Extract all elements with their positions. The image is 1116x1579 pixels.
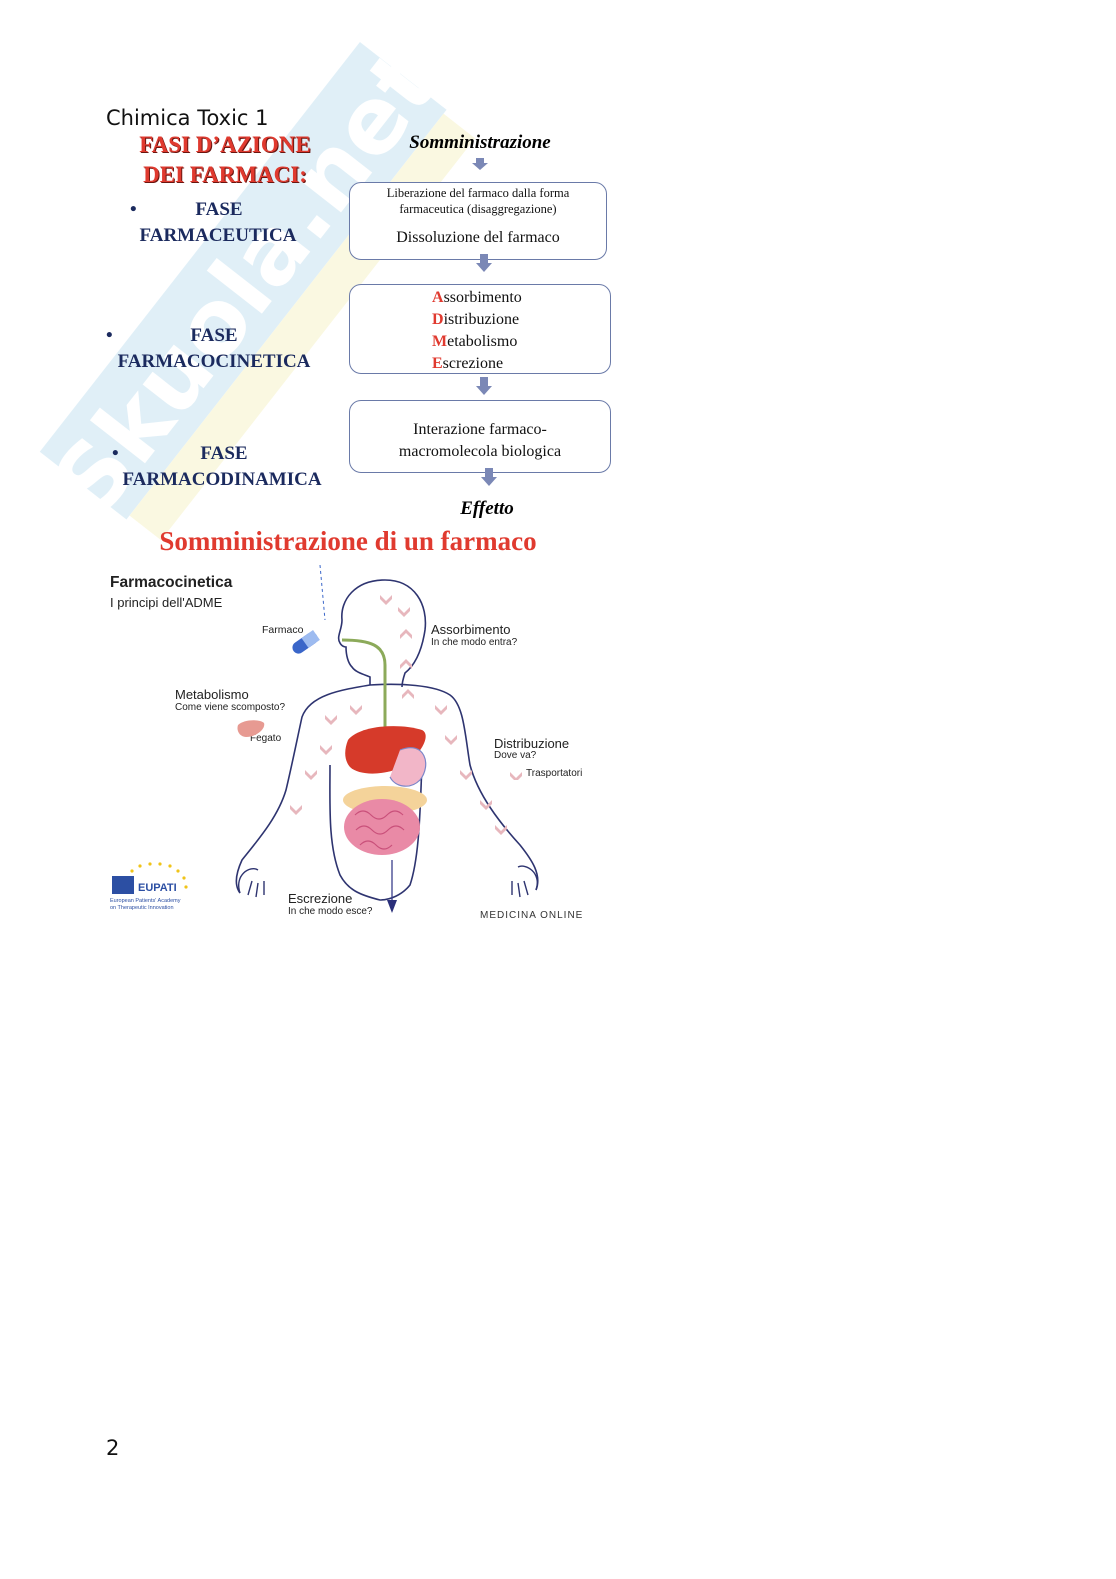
page-header: Chimica Toxic 1 xyxy=(106,106,269,130)
label-farmaco: Farmaco xyxy=(262,624,304,636)
flow-arrow-icon xyxy=(476,254,492,272)
eupati-logo: EUPATI European Patients' Academy on The… xyxy=(110,862,200,916)
flow-box-adme: Assorbimento Distribuzione Metabolismo E… xyxy=(349,284,611,374)
credit-text: MEDICINA ONLINE xyxy=(480,910,584,919)
label-assorbimento-q: In che modo entra? xyxy=(431,637,518,648)
page-number: 2 xyxy=(106,1436,120,1460)
human-body-illustration xyxy=(235,564,539,913)
phase-label-line1: FASE xyxy=(190,325,238,346)
label-escrezione: Escrezione xyxy=(288,891,353,906)
phase-label-line2: FARMACEUTICA xyxy=(139,225,297,246)
eupati-logo-sub1: European Patients' Academy xyxy=(110,898,181,904)
transporter-icon xyxy=(510,772,522,780)
label-metabolismo: Metabolismo xyxy=(175,687,249,702)
flow-arrow-icon xyxy=(481,468,497,486)
label-assorbimento: Assorbimento xyxy=(431,622,511,637)
eupati-logo-sub2: on Therapeutic Innovation xyxy=(110,905,174,911)
box3-line2: macromolecola biologica xyxy=(398,443,562,460)
phase-farmaceutica: • FASE FARMACEUTICA xyxy=(118,197,318,249)
flow-end-label: Effetto xyxy=(460,498,514,519)
adme-item: Escrezione xyxy=(432,355,504,372)
box3-line1: Interazione farmaco- xyxy=(413,421,547,438)
bullet: • xyxy=(130,199,137,220)
label-escrezione-q: In che modo esce? xyxy=(288,906,373,917)
flow-start-label: Somministrazione xyxy=(409,132,551,153)
slide2-title: Somministrazione di un farmaco xyxy=(159,526,537,556)
flow-box-farmaceutica: Liberazione del farmaco dalla forma farm… xyxy=(349,182,607,260)
label-metabolismo-q: Come viene scomposto? xyxy=(175,702,286,713)
adme-item: Assorbimento xyxy=(432,289,522,306)
box1-line2: farmaceutica (disaggregazione) xyxy=(399,202,557,216)
eupati-logo-text: EUPATI xyxy=(138,882,177,894)
label-fegato: Fegato xyxy=(250,733,282,744)
adme-item: Metabolismo xyxy=(432,333,518,350)
credit-clip: MEDICINA ONLINE xyxy=(480,910,600,919)
diagram-subheading: I principi dell'ADME xyxy=(110,595,223,610)
slide1-title-line1: FASI D’AZIONE xyxy=(139,132,311,157)
phase-label-line1: FASE xyxy=(195,199,243,220)
diagram-heading: Farmacocinetica xyxy=(110,574,233,591)
phase-farmacodinamica: • FASE FARMACODINAMICA xyxy=(104,441,340,493)
liver-icon xyxy=(237,720,265,737)
box1-line1: Liberazione del farmaco dalla forma xyxy=(386,186,570,200)
label-distribuzione-q: Dove va? xyxy=(494,750,537,761)
bullet: • xyxy=(106,325,113,346)
phase-label-line2: FARMACODINAMICA xyxy=(122,469,322,490)
flow-arrow-icon xyxy=(472,158,488,170)
adme-item: Distribuzione xyxy=(432,311,520,328)
flow-arrow-icon xyxy=(476,377,492,395)
phase-label-line2: FARMACOCINETICA xyxy=(117,351,311,372)
bullet: • xyxy=(112,443,119,464)
label-distribuzione: Distribuzione xyxy=(494,736,570,751)
flow-box-farmacodinamica: Interazione farmaco- macromolecola biolo… xyxy=(349,400,611,473)
eupati-logo-icon xyxy=(112,862,188,894)
slide1-title-line2: DEI FARMACI: xyxy=(143,162,307,187)
phase-farmacocinetica: • FASE FARMACOCINETICA xyxy=(100,323,328,375)
phase-label-line1: FASE xyxy=(200,443,248,464)
label-trasportatori: Trasportatori xyxy=(526,768,583,779)
box1-line3: Dissoluzione del farmaco xyxy=(396,229,560,246)
